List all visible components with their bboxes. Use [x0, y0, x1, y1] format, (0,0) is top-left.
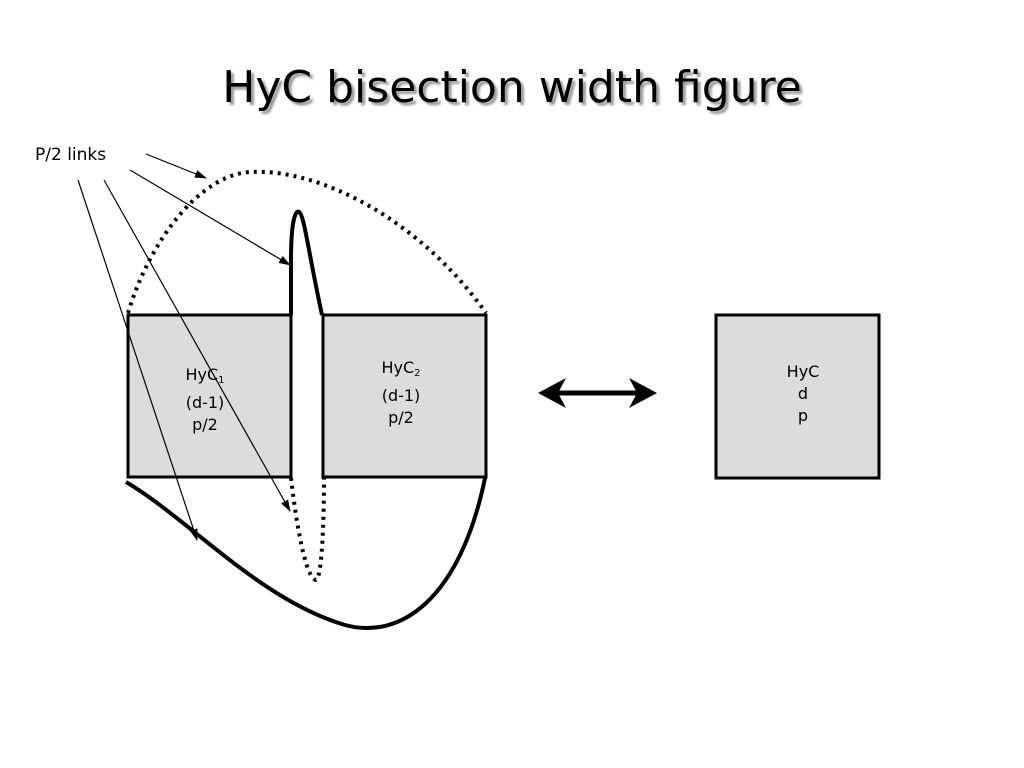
central-bottom-dotted-loop — [289, 477, 326, 583]
callout-arrow-to-central-top-loop — [129, 169, 291, 266]
central-top-loop — [289, 209, 324, 316]
hyc2-subscript: 2 — [414, 368, 421, 379]
top-dotted-link-arc — [126, 169, 488, 315]
hyc-label: HyC d p — [748, 361, 858, 427]
double-headed-arrow-icon — [538, 378, 657, 408]
hyc2-name: HyC — [381, 358, 415, 377]
hyc-box — [714, 313, 881, 480]
hyc-processors: p — [797, 406, 809, 425]
slide-title: HyC bisection width figure — [222, 62, 802, 113]
hyc2-processors: p/2 — [388, 408, 414, 427]
hyc1-processors: p/2 — [192, 415, 218, 434]
p2-links-label: P/2 links — [35, 145, 107, 165]
hyc1-label: HyC1 (d-1) p/2 — [150, 364, 260, 436]
callout-arrow-to-top-arc — [145, 153, 207, 179]
callout-arrow-to-bottom-arc — [77, 179, 198, 541]
callout-arrow-to-central-bottom-loop — [103, 179, 291, 512]
hyc-name: HyC — [786, 362, 820, 381]
hyc2-box — [321, 313, 488, 479]
hyc1-name: HyC — [185, 365, 219, 384]
hyc1-dimension: (d-1) — [185, 393, 225, 412]
hyc1-subscript: 1 — [218, 375, 225, 386]
hyc2-dimension: (d-1) — [381, 386, 421, 405]
bottom-solid-link-arc — [124, 477, 487, 630]
hyc1-box — [126, 313, 293, 479]
hyc-dimension: d — [797, 384, 809, 403]
hyc2-label: HyC2 (d-1) p/2 — [346, 357, 456, 429]
